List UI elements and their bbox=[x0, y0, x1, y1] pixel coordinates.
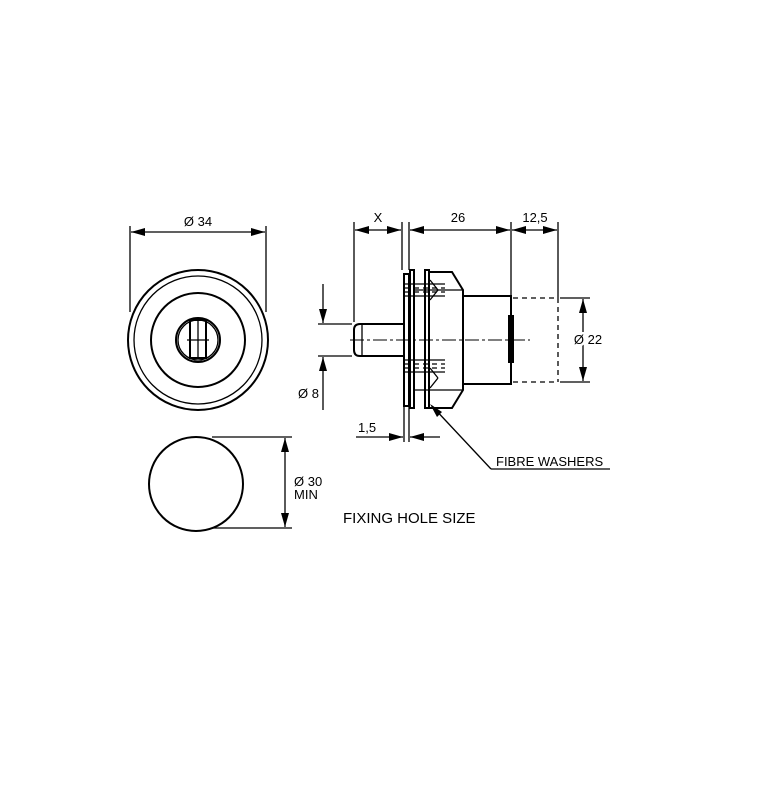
front-view bbox=[127, 269, 269, 411]
cam-offset-label: 12,5 bbox=[522, 210, 547, 225]
pin-diameter-label: Ø 8 bbox=[298, 386, 319, 401]
lock-body bbox=[462, 295, 512, 385]
washer-1 bbox=[409, 269, 415, 409]
hole-min-label: MIN bbox=[294, 487, 318, 502]
x-dimension: X bbox=[353, 210, 403, 322]
front-diameter-dimension: Ø 34 bbox=[129, 214, 267, 312]
x-label: X bbox=[374, 210, 383, 225]
fibre-washers-label: FIBRE WASHERS bbox=[496, 454, 603, 469]
cam-diameter-dimension: Ø 22 bbox=[560, 297, 605, 383]
cam-diameter-label: Ø 22 bbox=[574, 332, 602, 347]
pin-diameter-dimension: Ø 8 bbox=[298, 284, 352, 410]
cam-offset-dimension: 12,5 bbox=[512, 210, 559, 298]
fixing-hole-circle bbox=[148, 436, 244, 532]
cam-dashed bbox=[513, 297, 559, 383]
pin bbox=[353, 323, 404, 357]
side-view bbox=[350, 269, 559, 409]
hole-diameter-label: Ø 30 bbox=[294, 474, 322, 489]
front-diameter-label: Ø 34 bbox=[184, 214, 212, 229]
fibre-washers-leader: FIBRE WASHERS bbox=[430, 404, 610, 470]
body-length-label: 26 bbox=[451, 210, 465, 225]
washer-thickness-dimension: 1,5 bbox=[356, 406, 440, 442]
washer-thickness-label: 1,5 bbox=[358, 420, 376, 435]
body-length-dimension: 26 bbox=[408, 210, 512, 296]
fixing-hole-caption: FIXING HOLE SIZE bbox=[343, 510, 476, 527]
fixing-hole-view: Ø 30 MIN FIXING HOLE SIZE bbox=[148, 436, 476, 532]
